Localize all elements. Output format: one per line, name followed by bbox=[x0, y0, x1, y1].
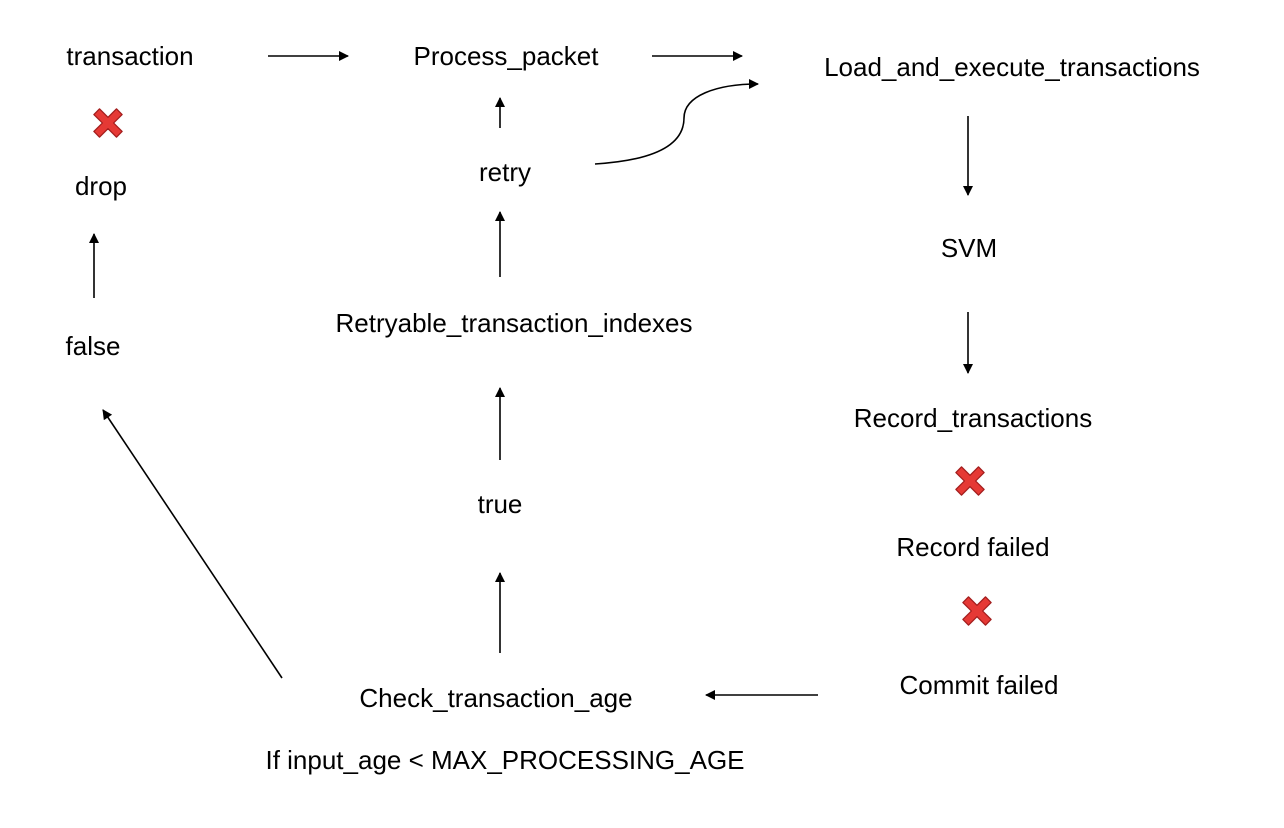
node-false: false bbox=[66, 331, 121, 361]
red-cross-icon bbox=[955, 466, 985, 496]
node-commit-failed: Commit failed bbox=[900, 670, 1059, 700]
red-cross-icon bbox=[93, 108, 123, 138]
node-true: true bbox=[478, 489, 523, 519]
node-record-failed: Record failed bbox=[896, 532, 1049, 562]
node-drop: drop bbox=[75, 171, 127, 201]
node-load-and-execute-transactions: Load_and_execute_transactions bbox=[824, 52, 1200, 82]
node-record-transactions: Record_transactions bbox=[854, 403, 1092, 433]
node-retryable-transaction-indexes: Retryable_transaction_indexes bbox=[336, 308, 693, 338]
arrow-check-age-to-false bbox=[102, 409, 283, 679]
node-svm: SVM bbox=[941, 233, 997, 263]
node-retry: retry bbox=[479, 157, 531, 187]
red-cross-icon bbox=[962, 596, 992, 626]
node-condition: If input_age < MAX_PROCESSING_AGE bbox=[265, 745, 744, 775]
node-check-transaction-age: Check_transaction_age bbox=[359, 683, 632, 713]
node-process-packet: Process_packet bbox=[414, 41, 600, 71]
arrow-retry-to-load-execute bbox=[594, 79, 759, 165]
node-transaction: transaction bbox=[66, 41, 193, 71]
